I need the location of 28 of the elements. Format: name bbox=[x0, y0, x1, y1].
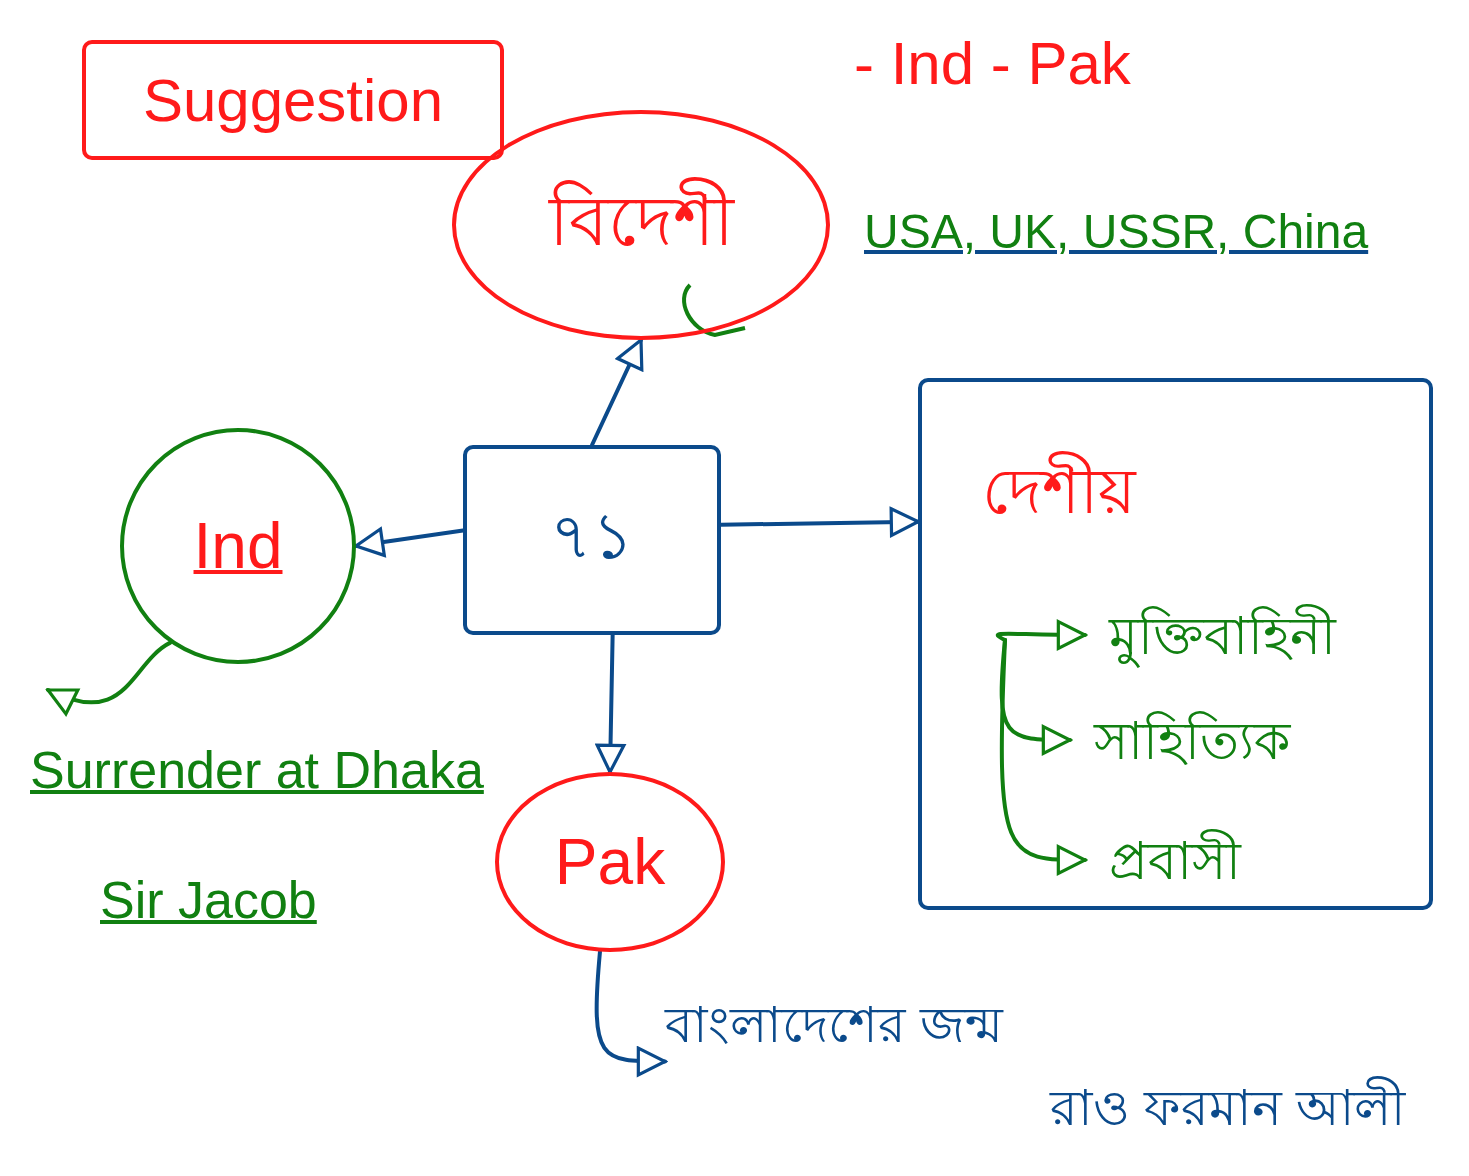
arrow bbox=[590, 338, 644, 447]
annotation-text: Sir Jacob bbox=[100, 870, 317, 930]
circle-node bbox=[120, 428, 356, 664]
annotation-text: Surrender at Dhaka bbox=[30, 740, 484, 800]
circle-node bbox=[495, 772, 725, 952]
arrow bbox=[594, 949, 667, 1077]
list-item-text: প্রবাসী bbox=[1089, 824, 1349, 904]
arrow bbox=[995, 619, 1087, 650]
node-label: Ind bbox=[193, 509, 283, 583]
arrow bbox=[354, 527, 465, 557]
box-heading: দেশীয় bbox=[982, 442, 1136, 549]
title-box bbox=[82, 40, 504, 160]
arrow bbox=[719, 507, 920, 537]
side-note: - Ind - Pak bbox=[854, 29, 1131, 98]
node-label: Pak bbox=[554, 825, 666, 899]
group-box bbox=[918, 378, 1433, 910]
annotation-text: বাংলাদেশের জন্ম bbox=[665, 996, 1003, 1055]
node-label: ৭১ bbox=[550, 498, 634, 574]
process-box bbox=[463, 445, 721, 635]
annotation-text: রাও ফরমান আলী bbox=[1050, 1070, 1405, 1153]
node-label: Suggestion bbox=[142, 65, 444, 135]
list-item-text: মুক্তিবাহিনী bbox=[1089, 599, 1369, 679]
arrow bbox=[595, 633, 626, 774]
arrow bbox=[999, 638, 1087, 875]
node-label: বিদেশী bbox=[548, 166, 734, 284]
list-item-text: সাহিত্যিক bbox=[1074, 704, 1374, 784]
arrow bbox=[46, 640, 173, 715]
side-note: USA, UK, USSR, China bbox=[864, 204, 1369, 259]
